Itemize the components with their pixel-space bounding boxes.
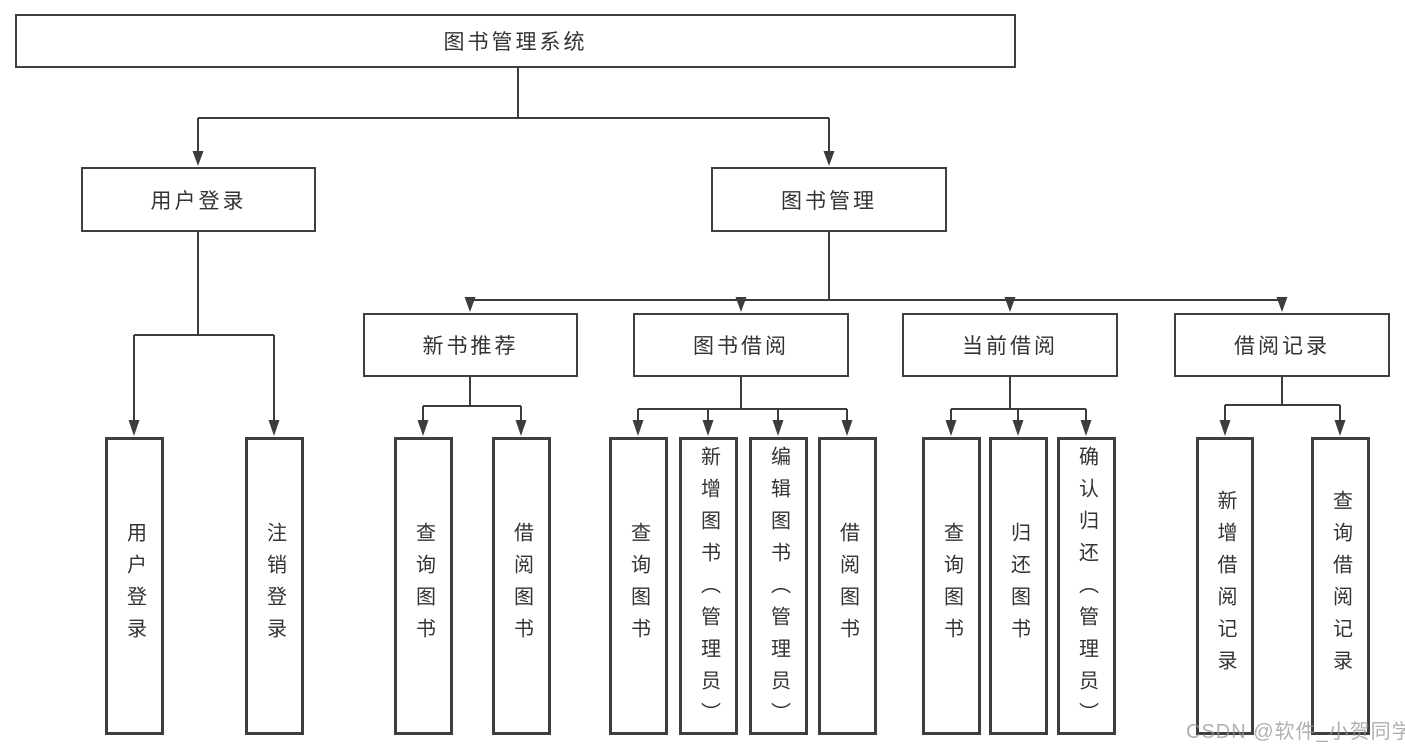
- leaf-edit-book-admin: 编辑图书（管理员）: [749, 437, 808, 735]
- connector-current-borrow-children: [945, 377, 1092, 436]
- connector-user-login-children: [128, 232, 280, 436]
- leaf-borrow-book: 借阅图书: [818, 437, 877, 735]
- leaf-query-borrow-record: 查询借阅记录: [1311, 437, 1370, 735]
- leaf-query-books-borrow: 查询图书: [609, 437, 668, 735]
- leaf-user-login: 用户登录: [105, 437, 164, 735]
- node-new-book-recommend: 新书推荐: [363, 313, 578, 377]
- node-borrow-records: 借阅记录: [1174, 313, 1390, 377]
- connector-book-management-children: [464, 232, 1288, 312]
- node-current-borrow: 当前借阅: [902, 313, 1118, 377]
- csdn-watermark: CSDN @软件_小贺同学: [1186, 721, 1405, 743]
- leaf-query-books-current: 查询图书: [922, 437, 981, 735]
- leaf-return-book: 归还图书: [989, 437, 1048, 735]
- node-root-system: 图书管理系统: [15, 14, 1016, 68]
- node-user-login: 用户登录: [81, 167, 316, 232]
- connector-new-book-children: [417, 377, 527, 436]
- leaf-confirm-return-admin: 确认归还（管理员）: [1057, 437, 1116, 735]
- leaf-query-books-recommend: 查询图书: [394, 437, 453, 735]
- leaf-logout-login: 注销登录: [245, 437, 304, 735]
- node-book-borrow: 图书借阅: [633, 313, 849, 377]
- connector-borrow-records-children: [1219, 377, 1346, 436]
- leaf-borrow-book-recommend: 借阅图书: [492, 437, 551, 735]
- leaf-add-borrow-record: 新增借阅记录: [1196, 437, 1254, 735]
- leaf-add-book-admin: 新增图书（管理员）: [679, 437, 738, 735]
- connector-root-to-level2: [192, 68, 835, 166]
- connector-book-borrow-children: [632, 377, 853, 436]
- node-book-management: 图书管理: [711, 167, 947, 232]
